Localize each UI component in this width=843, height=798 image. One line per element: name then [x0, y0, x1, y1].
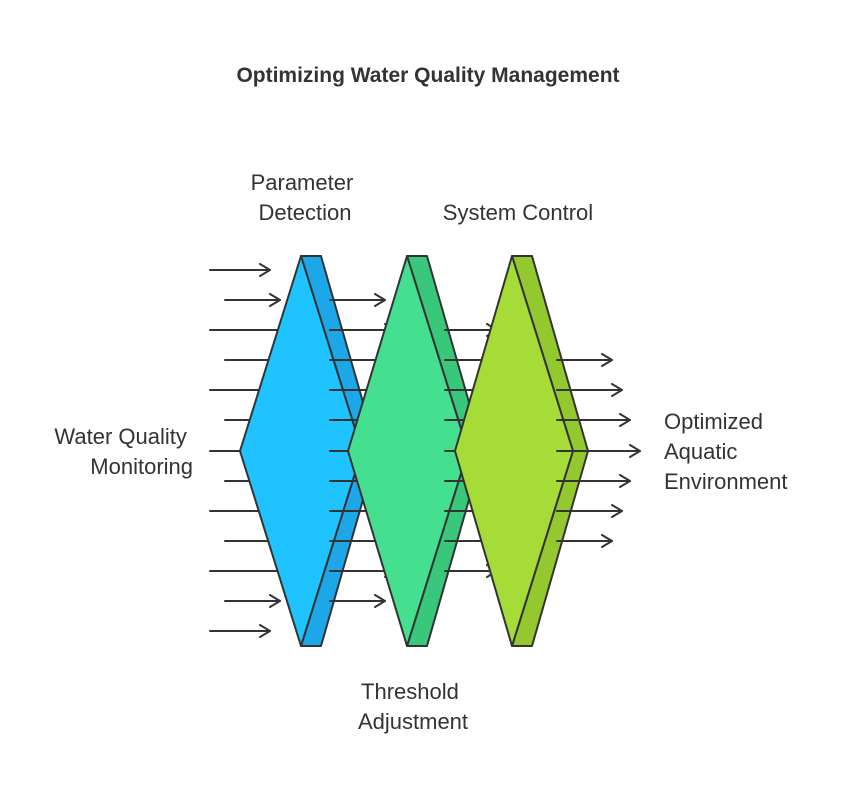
input-label: Water Quality Monitoring — [54, 424, 193, 479]
filter-system-control — [454, 255, 589, 647]
filter-front-face — [347, 255, 469, 647]
filter-threshold-adjustment — [347, 255, 484, 647]
diagram-title: Optimizing Water Quality Management — [236, 64, 619, 87]
filter-label-parameter-detection: Parameter Detection — [251, 170, 360, 225]
filter-label-threshold-adjustment: Threshold Adjustment — [358, 679, 468, 734]
output-arrows — [556, 353, 641, 548]
filter-front-face — [454, 255, 574, 647]
filter-front-face — [239, 255, 363, 647]
filter-label-system-control: System Control — [443, 200, 593, 225]
filter-parameter-detection — [239, 255, 378, 647]
output-label: Optimized Aquatic Environment — [664, 409, 788, 494]
